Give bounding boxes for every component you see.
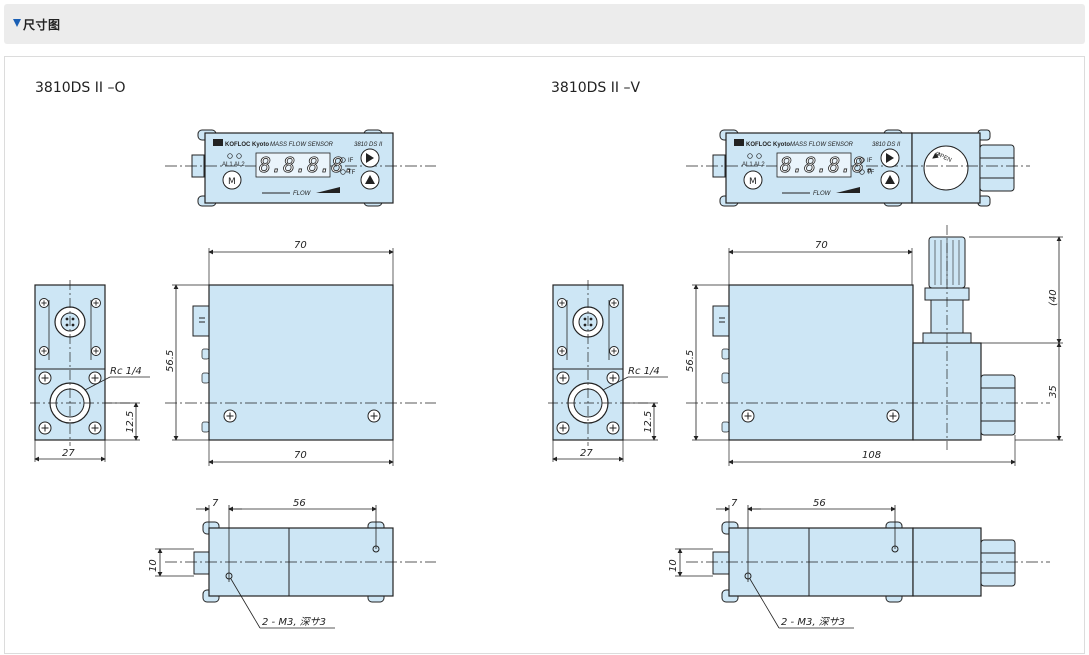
section-title: 尺寸图 xyxy=(23,18,61,32)
valve-body-dim: 35 xyxy=(1048,385,1059,398)
model-o-bottom-view: 7 56 10 2 - M3, 深サ3 xyxy=(148,498,436,629)
section-header[interactable]: 尺寸图 xyxy=(4,4,1085,44)
hole-x-dim: 7 xyxy=(731,498,738,509)
model-o-title: 3810DS II –O xyxy=(35,80,125,96)
side-offset-dim: 12.5 xyxy=(125,411,136,433)
flow-label: FLOW xyxy=(813,191,832,197)
holes-note: 2 - M3, 深サ3 xyxy=(781,616,845,628)
right-arrow-icon xyxy=(366,153,374,163)
side-width-dim: 27 xyxy=(62,448,75,459)
if-label: IF xyxy=(348,158,354,164)
width-bottom-dim: 70 xyxy=(294,450,307,461)
model-o-body-view: 70 56.5 70 xyxy=(165,240,436,466)
port-label: Rc 1/4 xyxy=(110,366,142,377)
up-arrow-icon xyxy=(885,175,895,184)
flow-label: FLOW xyxy=(293,191,312,197)
product-label: MASS FLOW SENSOR xyxy=(270,142,334,148)
product-label: MASS FLOW SENSOR xyxy=(790,142,854,148)
tf-label: TF xyxy=(348,170,356,176)
width-top-dim: 70 xyxy=(815,240,828,251)
valve-height-dim: (40 xyxy=(1048,289,1059,306)
brand-logo: KOFLOC Kyoto xyxy=(746,142,790,148)
tf-label: TF xyxy=(867,170,875,176)
hole-y-dim: 10 xyxy=(148,559,159,572)
up-arrow-icon xyxy=(365,175,375,184)
brand-logo: KOFLOC Kyoto xyxy=(225,142,269,148)
side-width-dim: 27 xyxy=(580,448,593,459)
hole-y-dim: 10 xyxy=(668,559,679,572)
digit-display: 8.8.8.8. xyxy=(259,153,355,177)
holes-note: 2 - M3, 深サ3 xyxy=(262,616,326,628)
model-o-front-view: KOFLOC Kyoto MASS FLOW SENSOR 3810 DS II… xyxy=(165,129,436,207)
digit-display: 8.8.8.8. xyxy=(780,153,876,177)
model-v-front-view: OPEN KOFLOC Kyoto MASS FLOW SENSOR 3810 … xyxy=(686,129,1030,207)
model-v-body-view: 70 56 xyxy=(685,225,1063,466)
model-label: 3810 DS II xyxy=(872,142,901,148)
width-bottom-dim: 108 xyxy=(862,450,881,461)
hole-spacing-dim: 56 xyxy=(813,498,826,509)
if-label: IF xyxy=(867,158,873,164)
height-dim: 56.5 xyxy=(685,350,696,372)
al2-label: AL2 xyxy=(754,162,765,168)
width-top-dim: 70 xyxy=(294,240,307,251)
model-v-title: 3810DS II –V xyxy=(551,80,640,96)
triangle-down-icon xyxy=(13,19,21,27)
model-o-side-view: Rc 1/4 27 12.5 xyxy=(30,280,150,462)
model-o-drawing: 3810DS II –O KOFLOC Kyoto MASS FLOW SENS… xyxy=(30,80,436,629)
m-button-label: M xyxy=(228,177,236,187)
port-label: Rc 1/4 xyxy=(628,366,660,377)
height-dim: 56.5 xyxy=(165,350,176,372)
right-arrow-icon xyxy=(886,153,894,163)
al1-label: AL1 xyxy=(742,162,753,168)
hole-x-dim: 7 xyxy=(212,498,219,509)
model-v-drawing: 3810DS II –V OPEN KOFLOC Kyoto MASS FLOW… xyxy=(548,80,1063,629)
model-v-side-view: Rc 1/4 27 12.5 xyxy=(548,280,668,462)
model-v-bottom-view: 7 56 10 2 - M3, 深サ3 xyxy=(668,498,1050,629)
hole-spacing-dim: 56 xyxy=(293,498,306,509)
al1-label: AL1 xyxy=(222,162,233,168)
model-label: 3810 DS II xyxy=(354,142,383,148)
m-button-label: M xyxy=(749,177,757,187)
al2-label: AL2 xyxy=(234,162,245,168)
side-offset-dim: 12.5 xyxy=(643,411,654,433)
